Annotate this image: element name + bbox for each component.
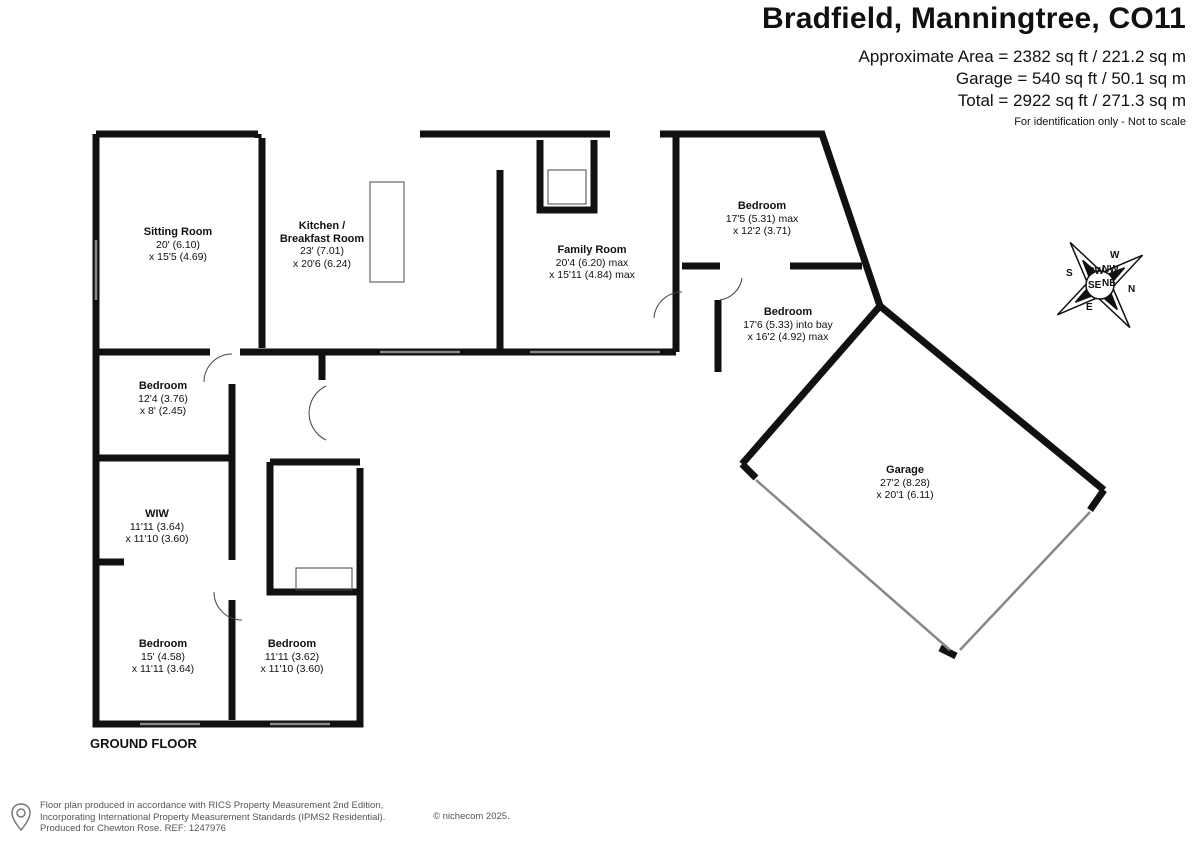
room-dim2: x 15'11 (4.84) max bbox=[549, 269, 635, 281]
room-garage: Garage 27'2 (8.28) x 20'1 (6.11) bbox=[876, 464, 933, 502]
room-bedroom-small: Bedroom 12'4 (3.76) x 8' (2.45) bbox=[138, 380, 188, 418]
scale-note: For identification only - Not to scale bbox=[1014, 116, 1186, 128]
footer-line2: Incorporating International Property Mea… bbox=[40, 811, 386, 823]
room-dim2: x 20'6 (6.24) bbox=[292, 257, 352, 270]
room-bedroom-bay: Bedroom 17'6 (5.33) into bay x 16'2 (4.9… bbox=[743, 306, 833, 344]
room-kitchen: Kitchen / Breakfast Room 23' (7.01) x 20… bbox=[280, 220, 364, 270]
shower-tray bbox=[547, 169, 587, 205]
room-name: Bedroom bbox=[138, 380, 188, 392]
room-name-line2: Breakfast Room bbox=[279, 232, 365, 245]
room-name: Family Room bbox=[557, 244, 627, 256]
page-title: Bradfield, Manningtree, CO11 bbox=[761, 2, 1186, 35]
room-dim2: x 15'5 (4.69) bbox=[148, 251, 208, 263]
room-name: Bedroom bbox=[138, 638, 188, 650]
room-name: Sitting Room bbox=[143, 226, 213, 238]
compass-labels: N NW W SW S SE E NE bbox=[1062, 250, 1142, 320]
map-pin-icon bbox=[11, 803, 31, 832]
room-family-room: Family Room 20'4 (6.20) max x 15'11 (4.8… bbox=[549, 244, 635, 282]
room-dim2: x 11'11 (3.64) bbox=[131, 663, 195, 675]
room-name: Kitchen / bbox=[298, 220, 346, 232]
footer-disclaimer: Floor plan produced in accordance with R… bbox=[40, 800, 510, 835]
room-dim1: 12'4 (3.76) bbox=[138, 392, 188, 405]
wall-east-wing bbox=[676, 130, 884, 308]
compass-sw: SW bbox=[1088, 266, 1105, 277]
room-dim1: 15' (4.58) bbox=[140, 650, 186, 663]
room-dim1: 11'11 (3.64) bbox=[129, 520, 185, 533]
room-dim2: x 11'10 (3.60) bbox=[125, 533, 189, 545]
room-name: Bedroom bbox=[763, 306, 813, 318]
compass-w: W bbox=[1110, 250, 1120, 261]
area-line: Approximate Area = 2382 sq ft / 221.2 sq… bbox=[858, 47, 1186, 66]
room-dim2: x 20'1 (6.11) bbox=[876, 489, 934, 501]
room-dim1: 20' (6.10) bbox=[155, 238, 201, 251]
room-name: Bedroom bbox=[737, 200, 787, 212]
room-dim1: 17'5 (5.31) max bbox=[725, 212, 799, 225]
bath-tub bbox=[295, 567, 353, 591]
kitchen-island bbox=[369, 181, 405, 283]
door-swing-arcs bbox=[203, 277, 743, 621]
room-wiw: WIW 11'11 (3.64) x 11'10 (3.60) bbox=[125, 508, 188, 546]
footer-line1: Floor plan produced in accordance with R… bbox=[40, 800, 384, 811]
room-sitting-room: Sitting Room 20' (6.10) x 15'5 (4.69) bbox=[144, 226, 212, 264]
compass-se: SE bbox=[1088, 280, 1102, 291]
compass-ne: NE bbox=[1102, 278, 1116, 289]
room-dim1: 27'2 (8.28) bbox=[880, 476, 930, 489]
room-dim1: 17'6 (5.33) into bay bbox=[743, 318, 833, 331]
wall-bath bbox=[266, 458, 360, 596]
room-dim1: 20'4 (6.20) max bbox=[555, 256, 629, 269]
wall-shower bbox=[536, 140, 598, 214]
garage-area-line: Garage = 540 sq ft / 50.1 sq m bbox=[955, 69, 1186, 88]
footer-rights: © nichecom 2025. bbox=[433, 811, 510, 822]
room-bedroom-sw: Bedroom 15' (4.58) x 11'11 (3.64) bbox=[132, 638, 194, 676]
compass-n: N bbox=[1128, 284, 1136, 295]
room-bedroom-se: Bedroom 11'11 (3.62) x 11'10 (3.60) bbox=[260, 638, 323, 676]
floor-label: GROUND FLOOR bbox=[90, 736, 197, 751]
room-dim2: x 12'2 (3.71) bbox=[732, 225, 792, 237]
compass-icon bbox=[1056, 241, 1144, 329]
footer-line3: Produced for Chewton Rose. REF: 1247976 bbox=[40, 823, 226, 834]
room-name: Bedroom bbox=[267, 638, 317, 650]
room-dim1: 11'11 (3.62) bbox=[264, 650, 320, 663]
compass-e: E bbox=[1086, 302, 1093, 313]
wall-north bbox=[254, 130, 680, 138]
wall-outline-west bbox=[92, 130, 364, 728]
room-name: Garage bbox=[886, 464, 924, 476]
total-area-line: Total = 2922 sq ft / 271.3 sq m bbox=[957, 91, 1186, 110]
room-dim2: x 8' (2.45) bbox=[139, 405, 187, 417]
room-dim2: x 16'2 (4.92) max bbox=[747, 331, 829, 343]
compass-nw: NW bbox=[1102, 264, 1119, 275]
room-bedroom-north: Bedroom 17'5 (5.31) max x 12'2 (3.71) bbox=[726, 200, 799, 238]
room-name: WIW bbox=[145, 508, 169, 520]
window-garage-west bbox=[755, 479, 951, 651]
room-dim2: x 11'10 (3.60) bbox=[260, 663, 324, 675]
wall-garage bbox=[739, 303, 1107, 660]
compass-s: S bbox=[1066, 268, 1073, 279]
window-garage-east bbox=[959, 511, 1091, 651]
room-dim1: 23' (7.01) bbox=[299, 245, 345, 257]
